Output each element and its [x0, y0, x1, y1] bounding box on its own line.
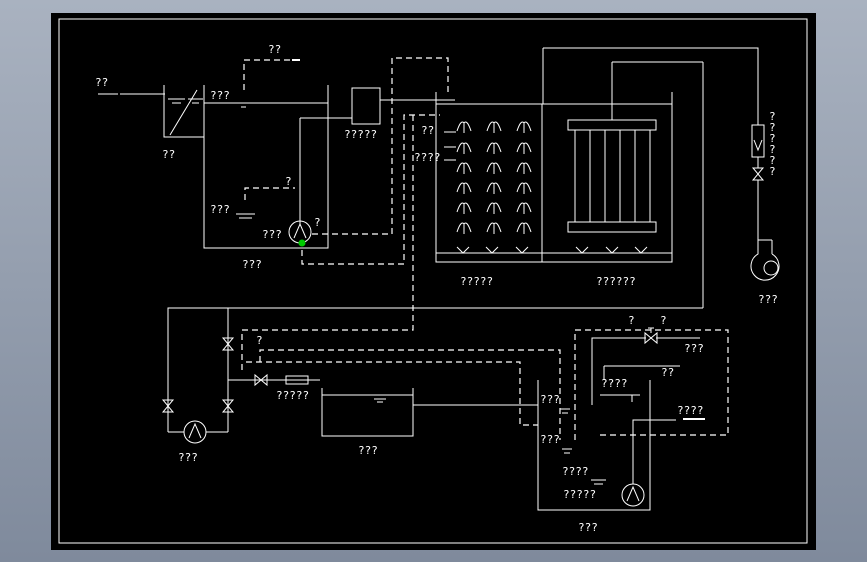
- right-tank-pump: [621, 419, 676, 507]
- pump-control-line-a: [312, 57, 449, 235]
- diffuser-0-4: [456, 202, 472, 214]
- mbr-zone-a-label: ?????: [460, 275, 493, 288]
- diffuser-2-2: [516, 162, 532, 174]
- drawing-border: [58, 18, 808, 544]
- tank1-top-signal: [243, 59, 298, 90]
- right-low-b-label: ?????: [563, 488, 596, 501]
- fan-tag-5: ?: [769, 154, 776, 167]
- diffuser-2-1: [516, 142, 532, 154]
- mbr-zone-b-label: ??????: [596, 275, 636, 288]
- tank1-mid-label: ?: [285, 175, 292, 188]
- regulating-tank: [203, 85, 329, 249]
- diffuser-1-3: [486, 182, 502, 194]
- clean-water-tank: [321, 388, 538, 437]
- right-mid-c-label: ????: [677, 404, 704, 417]
- pump-indicator: [298, 239, 306, 247]
- valve-tag-a: ?: [628, 314, 635, 327]
- right-in-a-label: ???: [540, 393, 560, 406]
- diffuser-0-0: [456, 121, 472, 133]
- mbr-left-label-b: ????: [414, 151, 441, 164]
- right-tank: [537, 380, 651, 511]
- tank1-low-label: ???: [210, 203, 230, 216]
- fan-tag-2: ?: [769, 121, 776, 134]
- fan-tag-1: ?: [769, 110, 776, 123]
- right-low-a-label: ????: [562, 465, 589, 478]
- tank1-pump-tag: ?: [314, 216, 321, 229]
- loop-valves: [161, 337, 268, 413]
- right-mid-b-label: ??: [661, 366, 674, 379]
- mbr-level-marks: [444, 99, 456, 161]
- diffuser-1-4: [486, 202, 502, 214]
- diffuser-1-5: [486, 222, 502, 234]
- tank1-name-label: ???: [242, 258, 262, 271]
- fan-tags: ? ? ? ? ? ?: [769, 110, 776, 178]
- inlet-label: ??: [95, 76, 108, 89]
- fan-tag-6: ?: [769, 165, 776, 178]
- right-tank-label: ???: [578, 521, 598, 534]
- right-in-b-label: ???: [540, 433, 560, 446]
- clean-tank-label: ???: [358, 444, 378, 457]
- fan-label: ???: [758, 293, 778, 306]
- flow-device: [351, 87, 381, 125]
- flow-device-label: ?????: [344, 128, 377, 141]
- tank1-mid-signal: [244, 187, 295, 200]
- mbr-return-line: [167, 307, 703, 400]
- dosing-meter: [285, 375, 309, 385]
- diffuser-1-0: [486, 121, 502, 133]
- lower-control-dash-a: [259, 349, 561, 440]
- diffuser-2-4: [516, 202, 532, 214]
- drawing-sheet: [51, 13, 816, 550]
- valve-tag-b: ?: [660, 314, 667, 327]
- membrane-module: [567, 119, 657, 233]
- diffuser-0-3: [456, 182, 472, 194]
- pump-control-line-b: [301, 114, 440, 265]
- tank1-level-label: ???: [210, 89, 230, 102]
- diffuser-array: [456, 121, 532, 234]
- tank1-pump-label: ???: [262, 228, 282, 241]
- right-mid-a-label: ????: [601, 377, 628, 390]
- pump-loop-label: ???: [178, 451, 198, 464]
- diffuser-0-2: [456, 162, 472, 174]
- fan-tag-3: ?: [769, 132, 776, 145]
- fan-tag-4: ?: [769, 143, 776, 156]
- dose-b-label: ?????: [276, 389, 309, 402]
- mbr-left-label-a: ??: [421, 124, 434, 137]
- diffuser-2-0: [516, 121, 532, 133]
- lower-control-dash-b: [246, 361, 538, 426]
- dose-a-label: ?: [256, 334, 263, 347]
- blower-icon: [750, 239, 780, 281]
- right-tank-top-line: [591, 327, 700, 405]
- mbr-tank: [435, 47, 759, 308]
- air-line: [751, 124, 765, 240]
- aerator-heads: [456, 246, 648, 254]
- right-top-label: ???: [684, 342, 704, 355]
- screen-label: ??: [162, 148, 175, 161]
- mbr-to-lower-dash: [241, 115, 414, 372]
- diffuser-1-1: [486, 142, 502, 154]
- lower-control-dash-c: [574, 329, 729, 440]
- diffuser-0-1: [456, 142, 472, 154]
- diffuser-2-3: [516, 182, 532, 194]
- diffuser-0-5: [456, 222, 472, 234]
- diffuser-1-2: [486, 162, 502, 174]
- diffuser-2-5: [516, 222, 532, 234]
- tank1-top-label: ??: [268, 43, 281, 56]
